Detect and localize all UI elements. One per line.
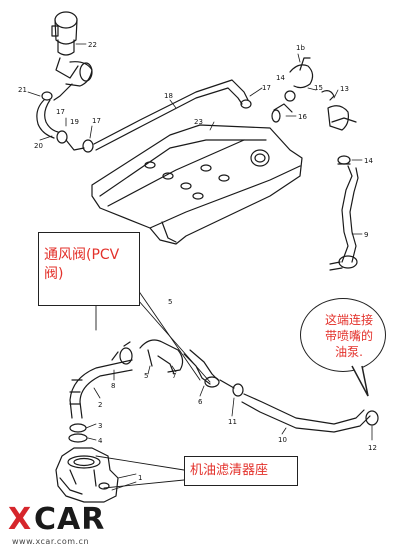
part-label-3: 3: [98, 422, 102, 430]
part-label-1: 1: [138, 474, 142, 482]
part-label-5: 5: [144, 372, 148, 380]
part-label-11: 11: [228, 418, 237, 426]
part-label-21: 21: [18, 86, 27, 94]
breather-assembly-top-left: [36, 11, 93, 144]
part-number-labels: 22 21 17 20 19 17 18 23 1b 14 17 16 15 1…: [18, 41, 377, 482]
brand-logo-car: CAR: [34, 502, 106, 537]
part-label-6: 6: [198, 398, 203, 406]
part-label-7: 7: [172, 372, 176, 380]
fittings-right: [271, 57, 357, 165]
part-label-8: 8: [111, 382, 115, 390]
part-label-17a: 17: [56, 108, 65, 116]
brand-url: www.xcar.com.cn: [12, 537, 90, 546]
part-label-16a: 1b: [296, 44, 305, 52]
brand-logo-x: X: [8, 502, 33, 537]
part-label-16b: 16: [298, 113, 307, 121]
valve-cover: [91, 124, 303, 245]
hose-10: [241, 393, 379, 433]
part-label-15: 15: [314, 84, 323, 92]
brand-logo: X CAR www.xcar.com.cn: [8, 502, 158, 548]
part-label-17c: 17: [262, 84, 271, 92]
filter-seat-callout-box: [184, 456, 298, 486]
part-label-14a: 14: [276, 74, 285, 82]
part-label-4: 4: [98, 437, 103, 445]
oil-filter-seat: [55, 447, 119, 503]
pump-callout-bubble: [300, 298, 386, 372]
part-label-13: 13: [340, 85, 349, 93]
leader-lines: [27, 43, 373, 491]
part-label-17b: 17: [92, 117, 101, 125]
filter-seat-callout-text: 机油滤清器座: [190, 463, 269, 478]
pcv-callout-text: 通风阀(PCV 阀): [44, 247, 120, 282]
part-label-18: 18: [164, 92, 173, 100]
part-label-22: 22: [88, 41, 97, 49]
part-label-19: 19: [70, 118, 79, 126]
part-label-2: 2: [98, 401, 102, 409]
callout-pointers: [95, 289, 211, 489]
tube-9: [329, 165, 359, 271]
part-label-14b: 14: [364, 157, 373, 165]
part-label-10: 10: [278, 436, 287, 444]
pcv-callout-box: [38, 232, 140, 306]
part-label-9: 9: [364, 231, 368, 239]
hose-18: [65, 79, 252, 153]
pump-callout-text: 这端连接 带喷嘴的 油泵.: [324, 313, 373, 360]
part-label-23: 23: [194, 118, 203, 126]
part-label-5b: 5: [168, 298, 172, 306]
part-label-12: 12: [368, 444, 377, 452]
pcv-assembly: [111, 339, 244, 397]
part-label-20: 20: [34, 142, 43, 150]
